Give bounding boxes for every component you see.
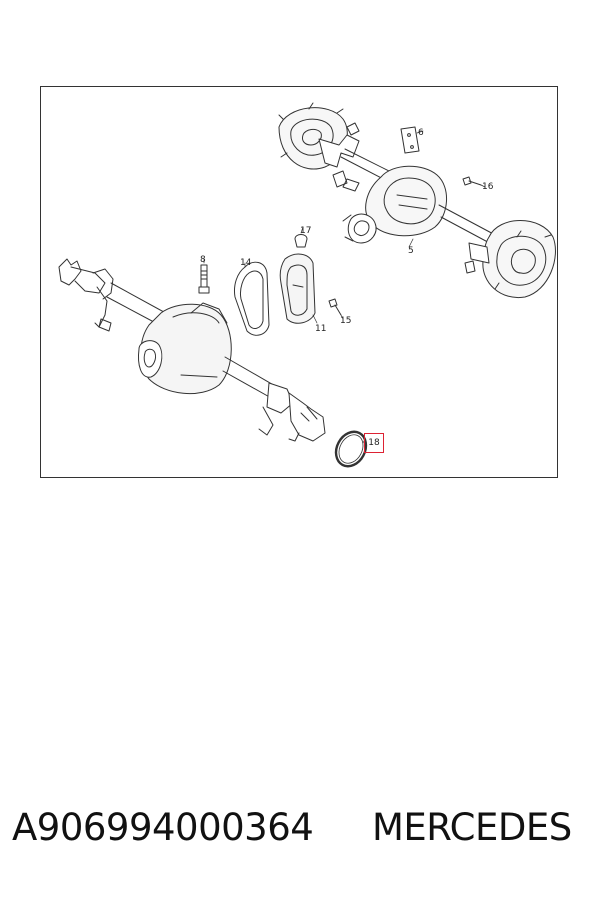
brand-name: MERCEDES	[372, 806, 572, 849]
callout-5: 5	[408, 246, 414, 256]
part-11-cover	[279, 253, 316, 324]
axle-exploded-view: 6 16 17 5 8 14 11 15	[58, 102, 556, 468]
part-18-ring	[334, 430, 368, 468]
callout-15: 15	[340, 316, 351, 326]
upper-axle-assembly	[278, 102, 556, 299]
lower-axle-assembly	[58, 258, 326, 442]
callout-11: 11	[315, 324, 326, 334]
part-17-plug	[294, 234, 308, 248]
parts-diagram: 6 16 17 5 8 14 11 15	[40, 86, 558, 478]
callout-17: 17	[300, 226, 311, 236]
callout-8: 8	[200, 255, 206, 265]
callout-6: 6	[418, 128, 424, 138]
callout-14: 14	[240, 258, 252, 268]
part-6-plate	[400, 126, 420, 154]
part-15-bolt	[328, 298, 342, 316]
leader-lines	[203, 130, 486, 444]
part-16-bolt	[462, 176, 482, 186]
callout-labels: 6 16 17 5 8 14 11 15	[200, 128, 494, 334]
part-8-breather	[198, 264, 210, 294]
callout-18: 18	[368, 438, 380, 448]
part-14-gasket	[234, 261, 270, 336]
callout-16: 16	[482, 182, 494, 192]
part-caption: A906994000364 MERCEDES	[0, 806, 600, 860]
highlighted-callout-box	[364, 433, 384, 453]
part-number: A906994000364	[12, 806, 314, 849]
